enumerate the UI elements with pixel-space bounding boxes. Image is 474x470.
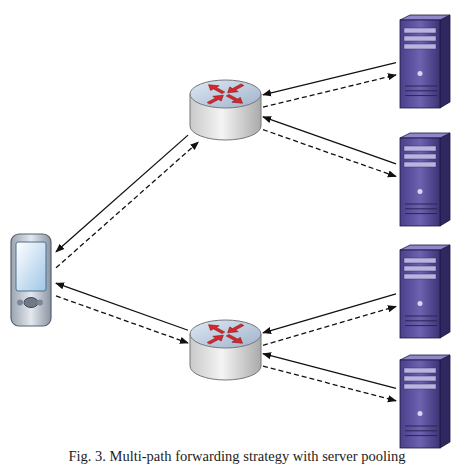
link-arrow bbox=[263, 117, 396, 164]
server-vent bbox=[405, 430, 437, 431]
server-vent bbox=[405, 208, 437, 209]
server-bay bbox=[404, 368, 436, 373]
figure-caption: Fig. 3. Multi-path forwarding strategy w… bbox=[0, 448, 474, 465]
server-node bbox=[396, 132, 452, 228]
router-arrows bbox=[204, 322, 246, 345]
link-arrow bbox=[56, 296, 188, 343]
device-button bbox=[37, 300, 43, 306]
server-vent bbox=[405, 213, 437, 214]
server-side bbox=[440, 15, 450, 108]
device-body bbox=[11, 234, 51, 326]
link-arrow bbox=[263, 294, 396, 333]
server-side bbox=[440, 133, 450, 226]
device-icon bbox=[8, 232, 56, 330]
server-bay bbox=[404, 266, 436, 271]
device-button bbox=[24, 298, 38, 308]
server-top bbox=[400, 133, 450, 138]
device-button bbox=[17, 300, 23, 306]
server-icon bbox=[396, 132, 452, 228]
server-top bbox=[400, 355, 450, 360]
router-icon bbox=[188, 78, 263, 142]
router-arrow bbox=[204, 82, 227, 95]
server-icon bbox=[396, 244, 452, 340]
router-arrow bbox=[204, 93, 227, 106]
link-arrow bbox=[263, 306, 396, 345]
server-icon bbox=[396, 354, 452, 450]
router-arrow bbox=[223, 333, 246, 346]
router-top bbox=[190, 320, 261, 348]
server-bay bbox=[404, 376, 436, 381]
link-arrow bbox=[263, 75, 396, 107]
server-vent bbox=[405, 204, 437, 205]
router-arrow bbox=[223, 322, 246, 335]
device-screen bbox=[16, 242, 46, 291]
server-bay bbox=[404, 384, 436, 389]
server-bay bbox=[404, 274, 436, 279]
router-arrow bbox=[204, 333, 227, 346]
server-led bbox=[418, 189, 423, 194]
router-top bbox=[190, 80, 261, 108]
server-side bbox=[440, 245, 450, 338]
router-icon bbox=[188, 318, 263, 382]
server-bay bbox=[404, 154, 436, 159]
server-node bbox=[396, 354, 452, 450]
server-vent bbox=[405, 426, 437, 427]
server-vent bbox=[405, 95, 437, 96]
server-bay bbox=[404, 146, 436, 151]
server-bay bbox=[404, 36, 436, 41]
server-led bbox=[418, 71, 423, 76]
server-front bbox=[400, 250, 440, 338]
server-bay bbox=[404, 44, 436, 49]
router-arrow bbox=[223, 93, 246, 106]
link-arrow bbox=[56, 142, 198, 268]
router-arrow bbox=[204, 322, 227, 335]
server-bay bbox=[404, 258, 436, 263]
server-vent bbox=[405, 435, 437, 436]
server-vent bbox=[405, 90, 437, 91]
server-top bbox=[400, 245, 450, 250]
server-bay bbox=[404, 28, 436, 33]
server-top bbox=[400, 15, 450, 20]
server-node bbox=[396, 244, 452, 340]
server-led bbox=[418, 411, 423, 416]
router-node bbox=[188, 318, 263, 382]
server-vent bbox=[405, 86, 437, 87]
server-vent bbox=[405, 320, 437, 321]
server-bay bbox=[404, 162, 436, 167]
link-arrow bbox=[56, 135, 188, 252]
server-vent bbox=[405, 325, 437, 326]
link-arrow bbox=[263, 130, 396, 177]
router-arrow bbox=[223, 82, 246, 95]
server-front bbox=[400, 360, 440, 448]
server-front bbox=[400, 20, 440, 108]
server-side bbox=[440, 355, 450, 448]
router-node bbox=[188, 78, 263, 142]
server-vent bbox=[405, 316, 437, 317]
link-arrow bbox=[263, 366, 396, 401]
server-led bbox=[418, 301, 423, 306]
server-icon bbox=[396, 14, 452, 110]
server-node bbox=[396, 14, 452, 110]
link-arrow bbox=[56, 283, 188, 330]
router-arrows bbox=[204, 82, 246, 105]
device-node bbox=[8, 232, 56, 330]
link-arrow bbox=[263, 63, 396, 95]
server-front bbox=[400, 138, 440, 226]
